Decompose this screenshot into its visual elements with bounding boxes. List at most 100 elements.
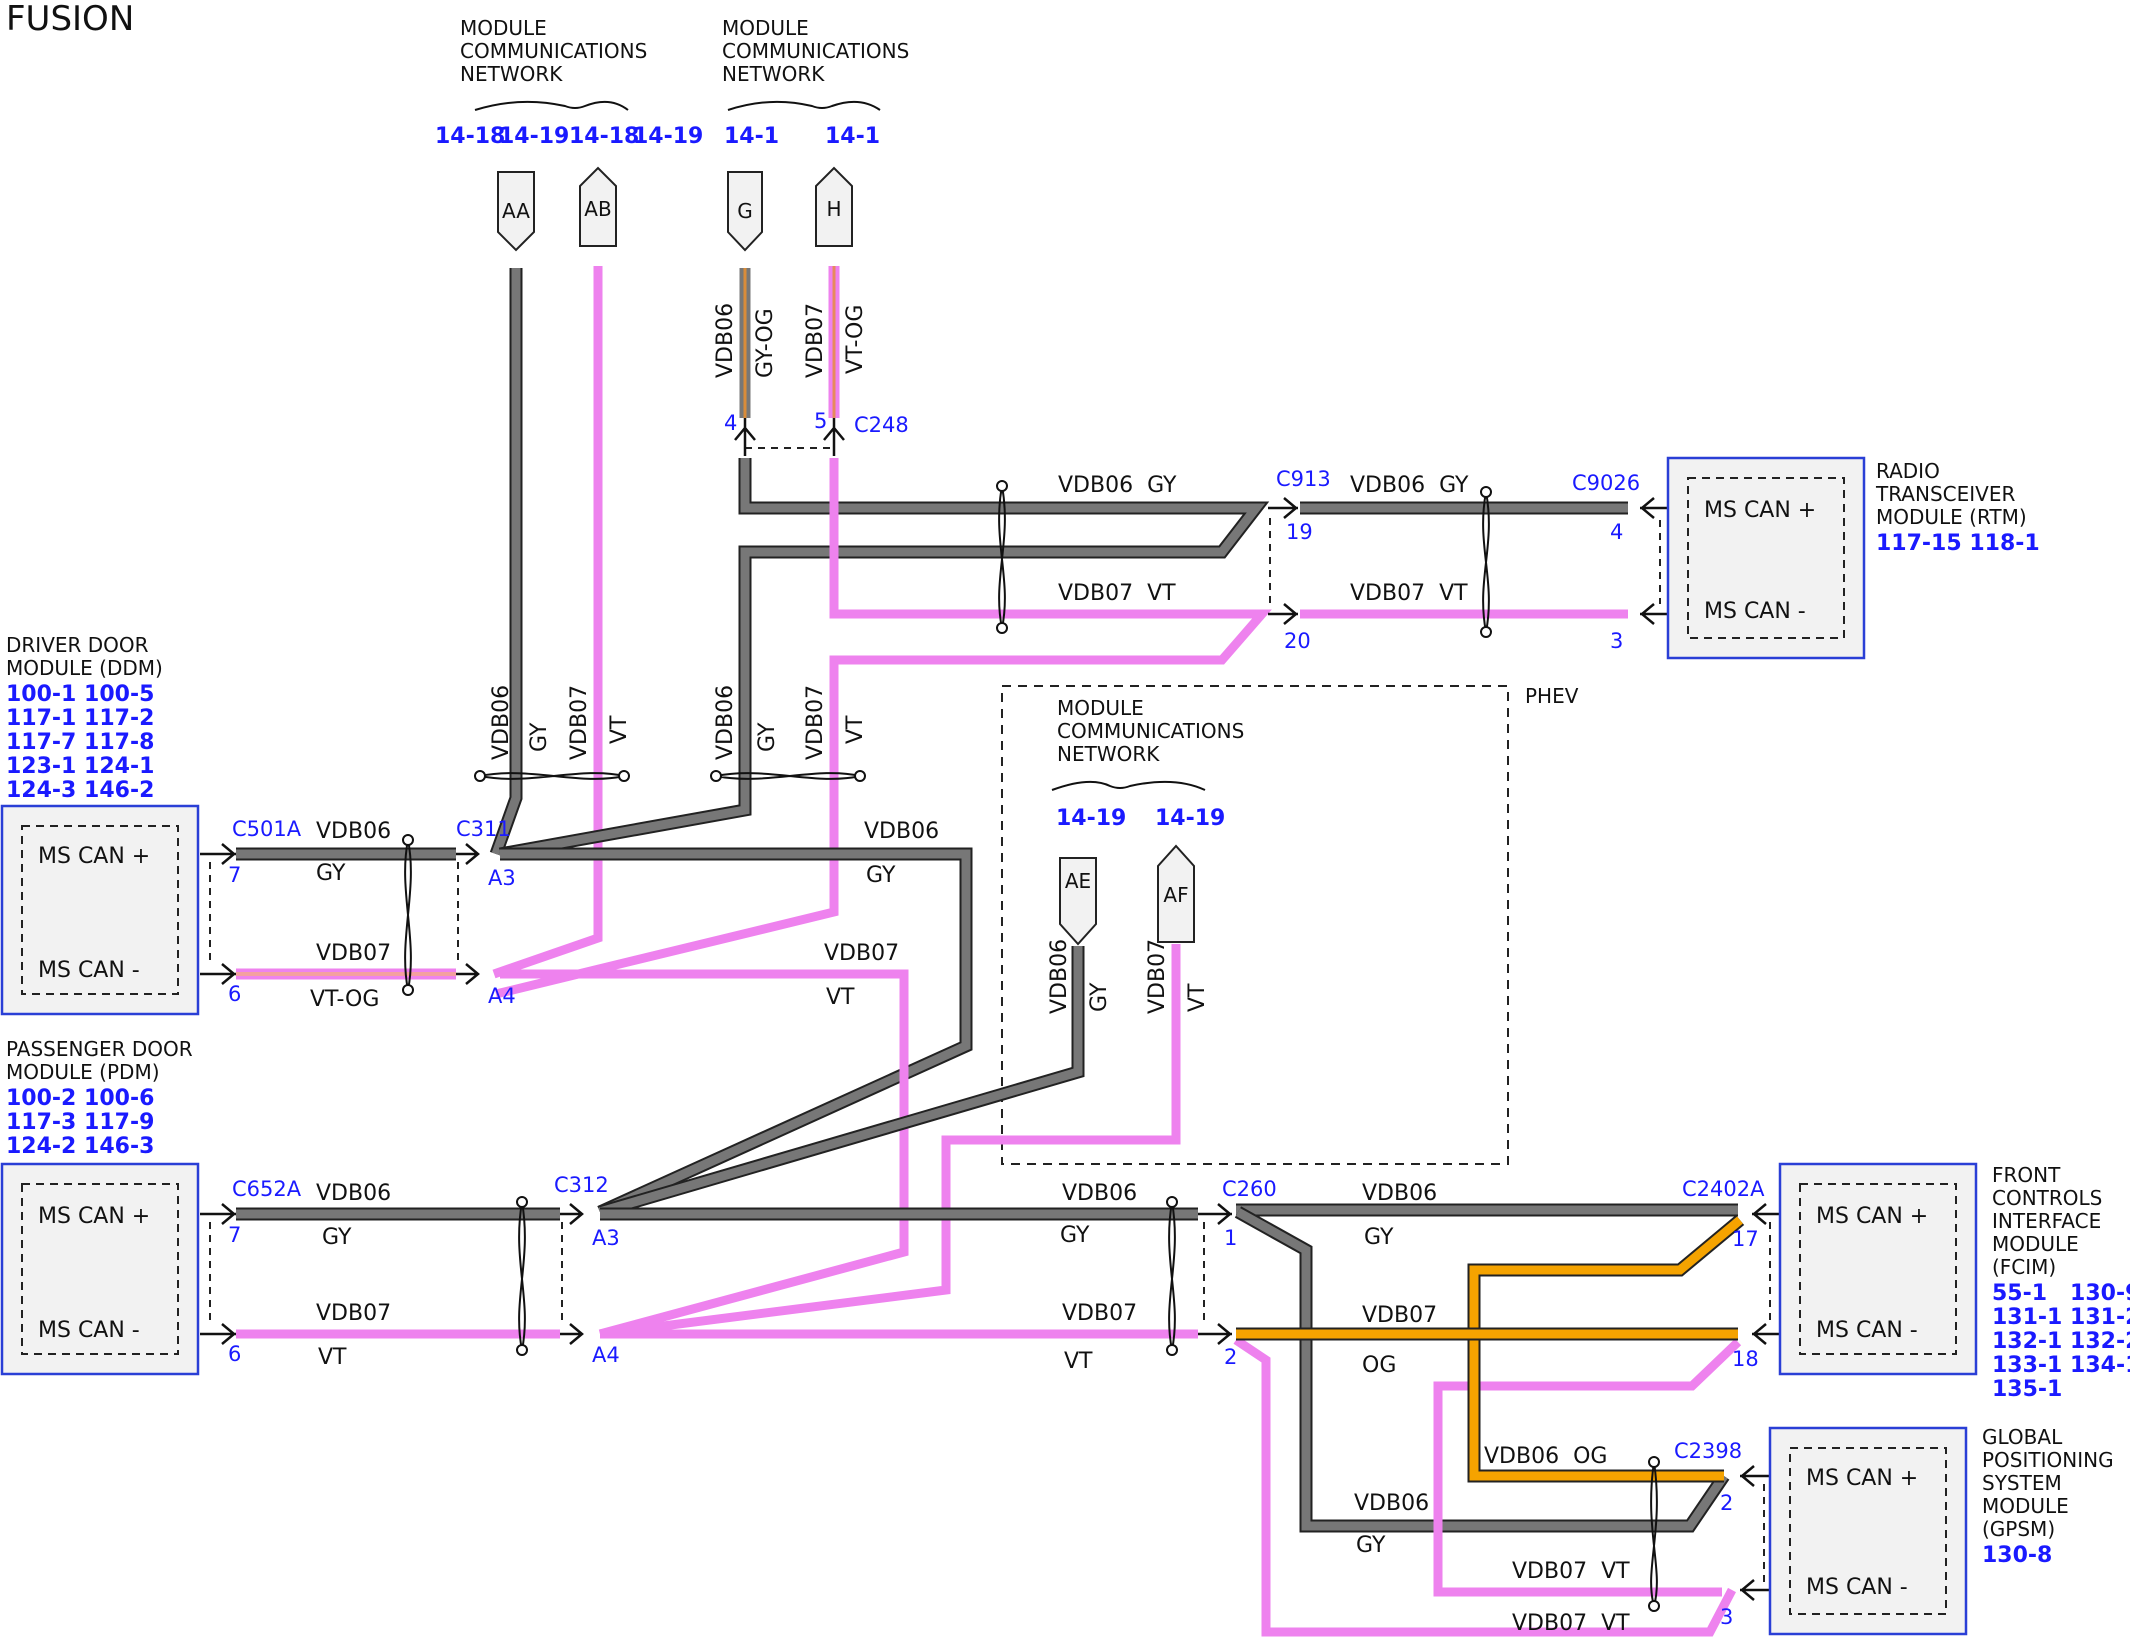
module-gpsm[interactable]: MS CAN + MS CAN - xyxy=(1768,1426,1968,1636)
pdm-name-2: MODULE (PDM) xyxy=(6,1060,160,1084)
network-label-1-line-2: COMMUNICATIONS xyxy=(460,39,647,63)
label-pdm-vt: VT xyxy=(318,1345,347,1370)
network-ref-1c[interactable]: 14-18 xyxy=(569,124,639,149)
module-pdm[interactable]: MS CAN + MS CAN - xyxy=(0,1162,200,1376)
network-ref-2b[interactable]: 14-1 xyxy=(825,124,880,149)
network-ref-1a[interactable]: 14-18 xyxy=(435,124,505,149)
label-c248-vdb06-gy: VDB06 GY xyxy=(1058,473,1177,498)
network-ref-3a[interactable]: 14-19 xyxy=(1056,806,1126,831)
network-ref-3b[interactable]: 14-19 xyxy=(1155,806,1225,831)
tag-h[interactable]: H xyxy=(815,166,853,247)
gpsm-name-4: MODULE xyxy=(1982,1494,2069,1518)
twist-ddm xyxy=(402,834,414,996)
tag-aa[interactable]: AA xyxy=(497,171,535,252)
label-gpsm-gy: GY xyxy=(1356,1533,1386,1558)
fcim-name-5: (FCIM) xyxy=(1992,1255,2056,1279)
pdm-label: PASSENGER DOOR MODULE (PDM) 100-2 100-6 … xyxy=(6,1037,193,1159)
label-c312-vt: VT xyxy=(1064,1349,1093,1374)
connector-c652a[interactable]: C652A xyxy=(232,1177,302,1201)
ddm-ref-2[interactable]: 117-1 117-2 xyxy=(6,706,154,731)
connector-c501a[interactable]: C501A xyxy=(232,817,302,841)
network-label-1: MODULE COMMUNICATIONS NETWORK 14-18 14-1… xyxy=(435,16,703,149)
network-ref-2a[interactable]: 14-1 xyxy=(724,124,779,149)
rtm-name-1: RADIO xyxy=(1876,459,1940,483)
tag-h-label: H xyxy=(826,197,841,221)
label-c913-vdb06-gy: VDB06 GY xyxy=(1350,473,1469,498)
wire-c248-vdb07 xyxy=(494,458,1272,999)
pin-num-c501a-6: 6 xyxy=(228,982,241,1006)
label-af-vt: VT xyxy=(1185,983,1210,1012)
pin-num-c913-20: 20 xyxy=(1284,629,1311,653)
module-ddm[interactable]: MS CAN + MS CAN - xyxy=(0,804,200,1016)
label-gpsm-vdb07-vt-b: VDB07 VT xyxy=(1512,1611,1630,1636)
label-c312-gy: GY xyxy=(1060,1223,1090,1248)
label-c260-vdb07: VDB07 xyxy=(1362,1303,1437,1328)
tag-aa-label: AA xyxy=(502,199,530,223)
connector-c2398[interactable]: C2398 xyxy=(1674,1439,1742,1463)
label-ddm-gy: GY xyxy=(316,861,346,886)
fcim-ref-1[interactable]: 55-1 130-9 xyxy=(1992,1281,2130,1306)
network-brace-1 xyxy=(474,100,629,111)
pin-num-c913-19: 19 xyxy=(1286,520,1313,544)
tag-ae[interactable]: AE xyxy=(1059,857,1097,946)
label-c248-vdb07-vt: VDB07 VT xyxy=(1058,581,1176,606)
pdm-ref-3[interactable]: 124-2 146-3 xyxy=(6,1134,154,1159)
tag-ab[interactable]: AB xyxy=(579,166,617,247)
fcim-name-1: FRONT xyxy=(1992,1163,2061,1187)
connector-c2402a[interactable]: C2402A xyxy=(1682,1177,1765,1201)
ddm-ref-3[interactable]: 117-7 117-8 xyxy=(6,730,154,755)
twist-c9026 xyxy=(1480,486,1492,638)
network-label-2: MODULE COMMUNICATIONS NETWORK 14-1 14-1 xyxy=(722,16,909,149)
module-fcim[interactable]: MS CAN + MS CAN - xyxy=(1778,1162,1978,1376)
pin-num-c260-1: 1 xyxy=(1224,1226,1237,1250)
ddm-pin-minus: MS CAN - xyxy=(38,958,140,983)
wire-aa-vdb06 xyxy=(491,268,521,856)
network-ref-1b[interactable]: 14-19 xyxy=(499,124,569,149)
module-rtm[interactable]: MS CAN + MS CAN - xyxy=(1666,456,1866,660)
label-gpsm-vdb06: VDB06 xyxy=(1354,1491,1429,1516)
tag-af[interactable]: AF xyxy=(1157,844,1195,943)
gpsm-ref-1[interactable]: 130-8 xyxy=(1982,1543,2052,1568)
ddm-ref-5[interactable]: 124-3 146-2 xyxy=(6,778,154,803)
ddm-ref-1[interactable]: 100-1 100-5 xyxy=(6,682,154,707)
fcim-ref-4[interactable]: 133-1 134-1 xyxy=(1992,1353,2130,1378)
fcim-ref-5[interactable]: 135-1 xyxy=(1992,1377,2062,1402)
label-c248-vdb06-vert: VDB06 xyxy=(713,685,738,760)
wire-af-vdb07 xyxy=(599,944,1181,1339)
label-ae-vdb06: VDB06 xyxy=(1047,939,1072,1014)
pin-num-c311-a4: A4 xyxy=(488,984,516,1008)
fcim-ref-2[interactable]: 131-1 131-2 xyxy=(1992,1305,2130,1330)
pdm-ref-2[interactable]: 117-3 117-9 xyxy=(6,1110,154,1135)
rtm-name-3: MODULE (RTM) xyxy=(1876,505,2027,529)
connector-c311[interactable]: C311 xyxy=(456,817,511,841)
connector-c9026[interactable]: C9026 xyxy=(1572,471,1640,495)
tag-af-label: AF xyxy=(1163,883,1188,907)
pdm-ref-1[interactable]: 100-2 100-6 xyxy=(6,1086,154,1111)
phev-label: PHEV xyxy=(1525,684,1579,708)
connector-c248[interactable]: C248 xyxy=(854,413,909,437)
label-ddm-vt-og: VT-OG xyxy=(310,987,379,1012)
label-c311-gy: GY xyxy=(866,863,896,888)
label-c2398-vdb06-og: VDB06 OG xyxy=(1484,1444,1607,1469)
rtm-name-2: TRANSCEIVER xyxy=(1875,482,2015,506)
tag-ab-label: AB xyxy=(584,197,611,221)
ddm-ref-4[interactable]: 123-1 124-1 xyxy=(6,754,154,779)
label-c248-gy-vert: GY xyxy=(755,722,780,752)
connector-c312[interactable]: C312 xyxy=(554,1173,609,1197)
connector-c260[interactable]: C260 xyxy=(1222,1177,1277,1201)
label-aa-gy: GY xyxy=(527,722,552,752)
pin-num-c248-4: 4 xyxy=(724,411,737,435)
tag-ae-label: AE xyxy=(1065,869,1091,893)
network-label-1-line-3: NETWORK xyxy=(460,62,563,86)
wire-c248-vdb06 xyxy=(499,458,1266,859)
network-ref-1d[interactable]: 14-19 xyxy=(633,124,703,149)
network-brace-2 xyxy=(727,100,881,111)
connector-c913[interactable]: C913 xyxy=(1276,467,1331,491)
rtm-ref-1[interactable]: 117-15 118-1 xyxy=(1876,531,2040,556)
label-g-vdb06: VDB06 xyxy=(713,303,738,378)
wire-fcim-gpsm-vdb06 xyxy=(1469,1216,1743,1481)
fcim-ref-3[interactable]: 132-1 132-2 xyxy=(1992,1329,2130,1354)
tag-g[interactable]: G xyxy=(727,171,763,252)
pin-c311-a3 xyxy=(456,843,480,865)
